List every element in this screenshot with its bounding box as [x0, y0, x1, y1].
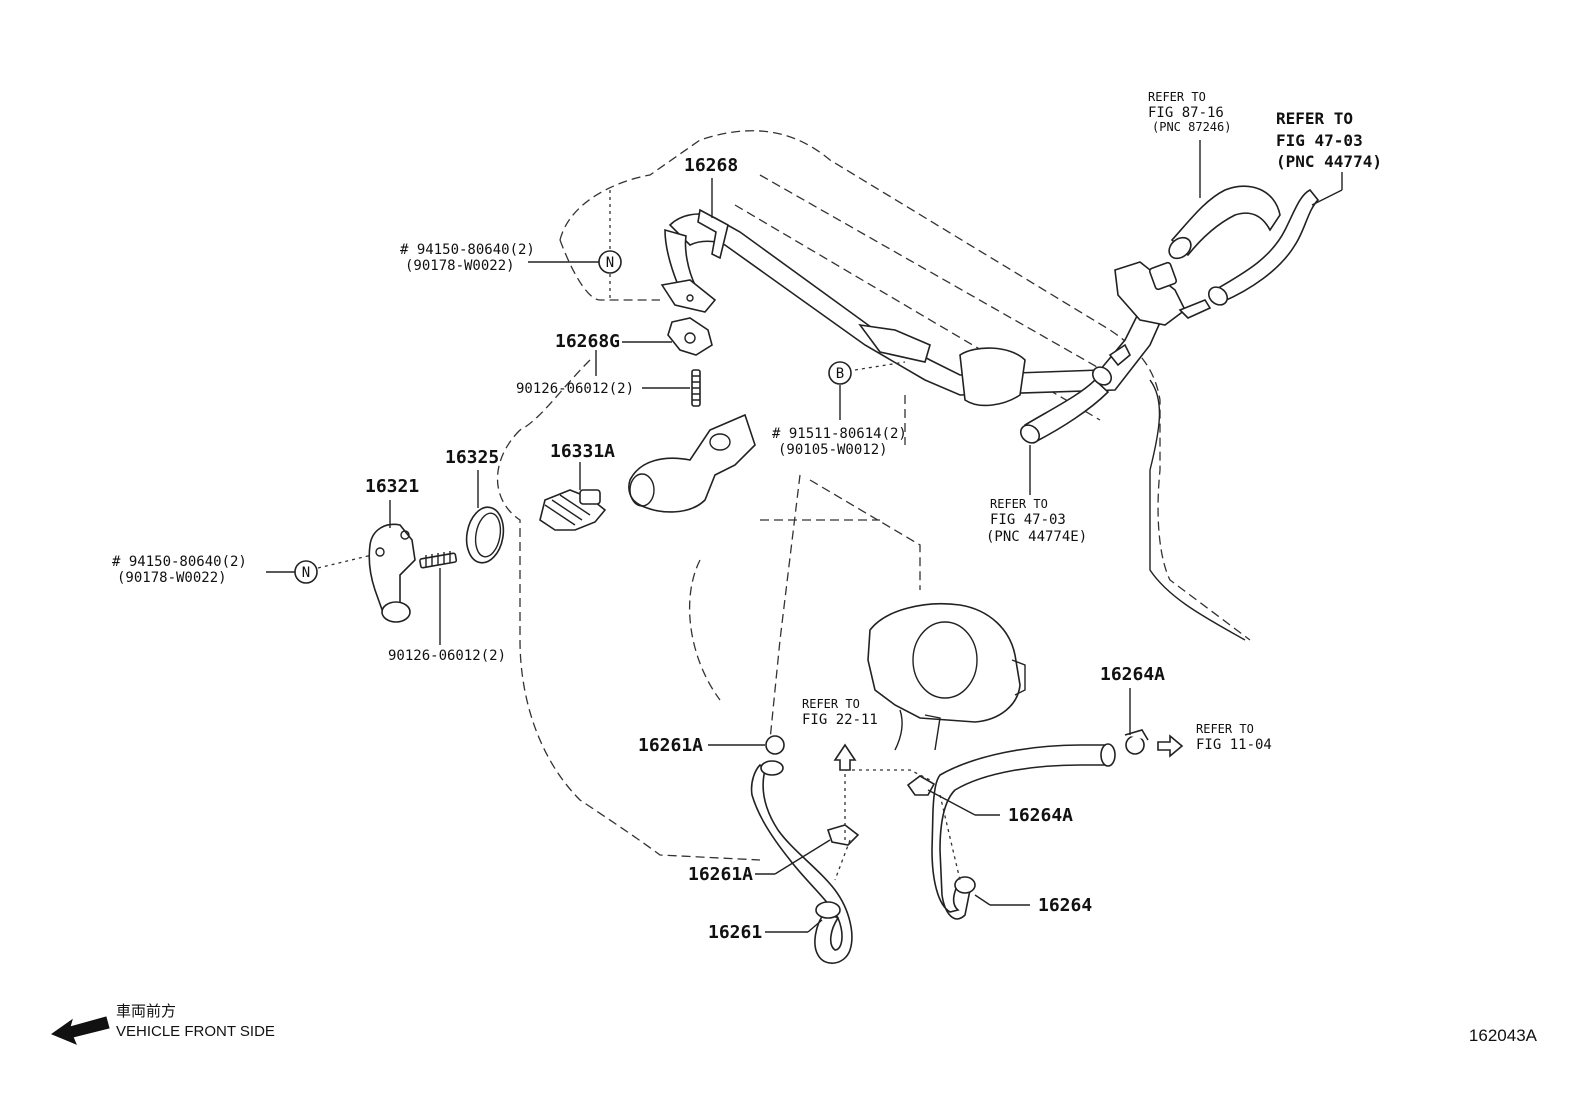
vehicle-front-indicator: 車両前方 VEHICLE FRONT SIDE — [50, 1003, 275, 1045]
ref-47-03e-line2: FIG 47-03 — [990, 512, 1066, 528]
ref-47-03-line3: (PNC 44774) — [1276, 152, 1382, 171]
callout-16261A-top: 16261A — [638, 735, 703, 756]
callout-16264A-mid: 16264A — [1008, 805, 1073, 826]
nut-left-line1: # 94150-80640(2) — [112, 554, 247, 570]
callout-16331A: 16331A — [550, 441, 615, 462]
upper-hoses — [1019, 185, 1320, 444]
hose-16264 — [931, 743, 1116, 920]
ref-87-16-line3: (PNC 87246) — [1152, 120, 1231, 134]
callout-16268G: 16268G — [555, 331, 620, 352]
marker-n-left: N — [294, 560, 318, 584]
bolt-b-line1: # 91511-80614(2) — [772, 426, 907, 442]
gasket-16325 — [465, 506, 505, 564]
nut-top-line1: # 94150-80640(2) — [400, 242, 535, 258]
bolt-b-line2: (90105-W0012) — [778, 442, 888, 458]
direction-jp: 車両前方 — [116, 1003, 176, 1020]
thermostat-16331A — [539, 489, 607, 531]
ref-22-11-line1: REFER TO — [802, 697, 860, 711]
throttle-body — [867, 602, 1026, 751]
leader-lines — [266, 140, 1343, 933]
callout-16264A-top: 16264A — [1100, 664, 1165, 685]
thermostat-housing-engine — [628, 317, 756, 513]
reference-arrows — [833, 734, 1184, 771]
nut-left-line2: (90178-W0022) — [117, 570, 227, 586]
nut-top-line2: (90178-W0022) — [405, 258, 515, 274]
stud-top-label: 90126-06012(2) — [516, 381, 634, 397]
ref-47-03-line2: FIG 47-03 — [1276, 131, 1363, 150]
hose-16261 — [750, 760, 853, 964]
direction-en: VEHICLE FRONT SIDE — [116, 1023, 275, 1040]
marker-b-text: B — [836, 366, 844, 382]
water-inlet-16321 — [368, 523, 416, 623]
marker-n-text: N — [302, 565, 310, 581]
marker-b: B — [828, 361, 852, 385]
ref-22-11-line2: FIG 22-11 — [802, 712, 878, 728]
callout-16261A-bottom: 16261A — [688, 864, 753, 885]
callout-16261: 16261 — [708, 922, 762, 943]
callout-16321: 16321 — [365, 476, 419, 497]
ref-87-16-line1: REFER TO — [1148, 90, 1206, 104]
marker-n-top: N — [598, 250, 622, 274]
callout-16264: 16264 — [1038, 895, 1092, 916]
ref-47-03e-line3: (PNC 44774E) — [986, 529, 1087, 545]
ref-11-04-line2: FIG 11-04 — [1196, 737, 1272, 753]
marker-n-text: N — [606, 255, 614, 271]
ref-87-16-line2: FIG 87-16 — [1148, 105, 1224, 121]
callout-16268: 16268 — [684, 155, 738, 176]
ref-47-03e-line1: REFER TO — [990, 497, 1048, 511]
hose-clamps — [765, 729, 1149, 846]
ref-11-04-line1: REFER TO — [1196, 722, 1254, 736]
callout-16325: 16325 — [445, 447, 499, 468]
front-arrow-icon — [50, 1016, 110, 1045]
bypass-pipe-16268 — [660, 208, 1212, 407]
ref-47-03-line1: REFER TO — [1276, 109, 1353, 128]
assembly-dotted-lines — [609, 190, 961, 881]
studs — [419, 369, 701, 569]
figure-id: 162043A — [1469, 1026, 1538, 1045]
stud-left-label: 90126-06012(2) — [388, 648, 506, 664]
